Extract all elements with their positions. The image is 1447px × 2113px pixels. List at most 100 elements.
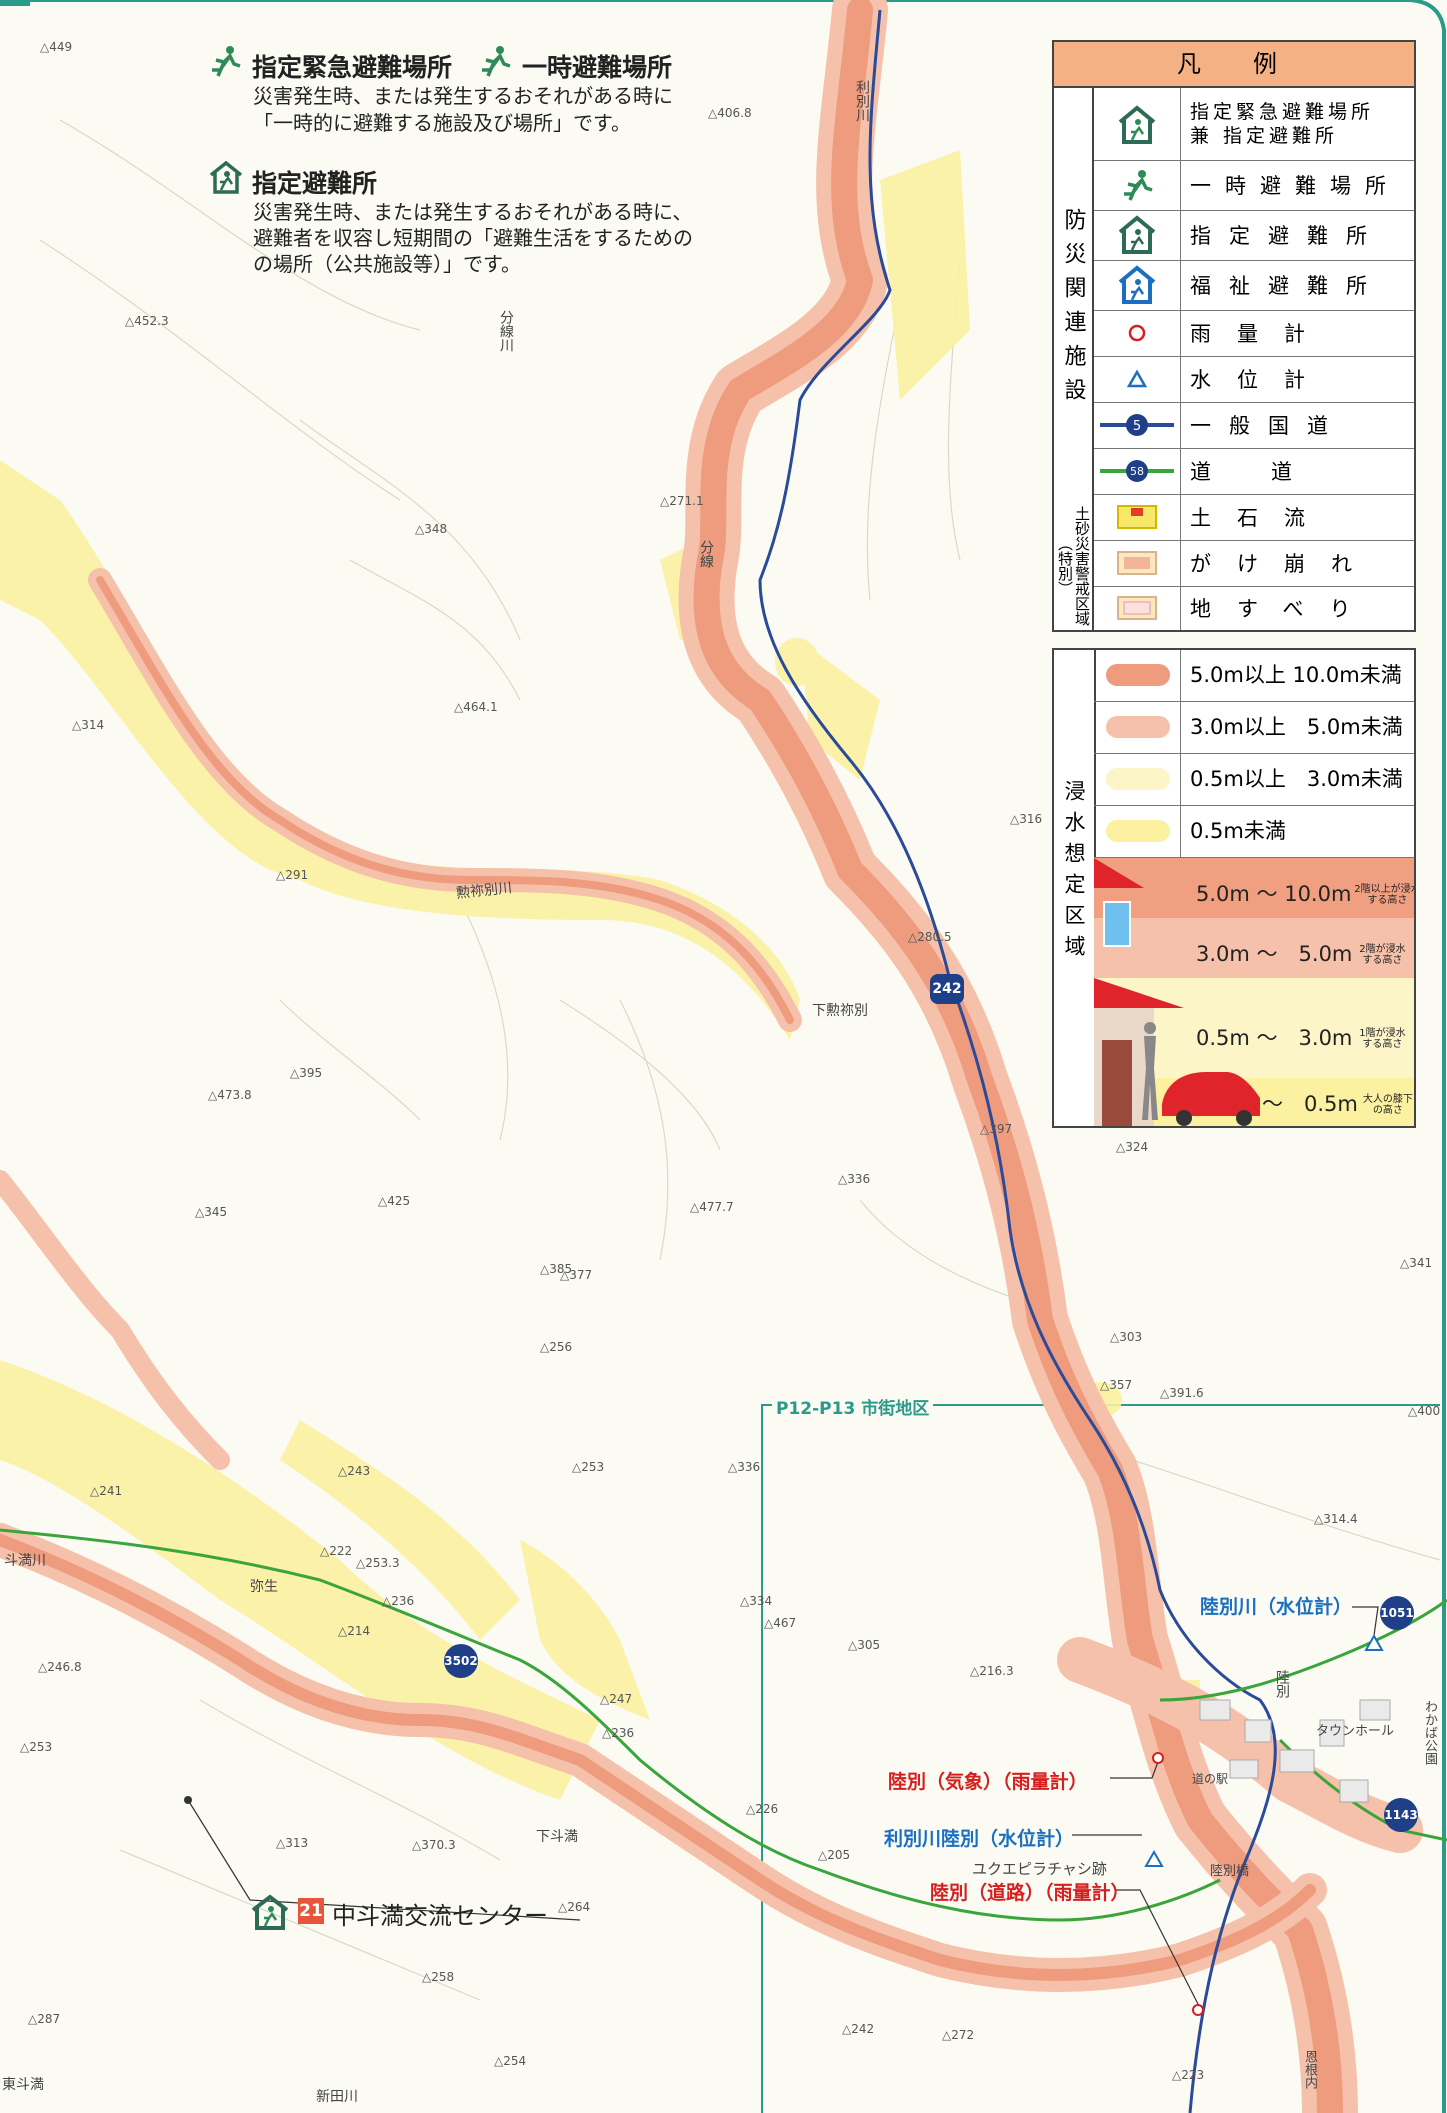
elevation-spot: △345 xyxy=(195,1205,228,1219)
flood-depth-text-3-5: 3.0m ～ 5.0m xyxy=(1196,942,1353,966)
place-higashitomu-label: 東斗満 xyxy=(2,2077,44,2093)
elevation-spot: △313 xyxy=(276,1836,309,1850)
elevation-spot: △397 xyxy=(980,1122,1013,1136)
elevation-spot: △216.3 xyxy=(970,1664,1014,1678)
shelter-desc-line-1: 災害発生時、または発生するおそれがある時に、 xyxy=(253,200,693,224)
legend-symbol xyxy=(1094,210,1181,260)
elevation-spot: △357 xyxy=(1100,1378,1133,1392)
emergency-shelter-icon xyxy=(1118,105,1156,144)
place-yayoi-label: 弥生 xyxy=(250,1579,278,1595)
flood-swatch-lt05 xyxy=(1106,820,1170,842)
legend-row-welfare: 福祉避難所 xyxy=(1094,260,1414,311)
flood-depth-note-3-5: 2階が浸水する高さ xyxy=(1359,944,1406,966)
station-rikubetsu-weather-label: 陸別（気象）（雨量計） xyxy=(888,1771,1088,1793)
landslide-icon xyxy=(1117,596,1157,620)
river-toshibetsu-label: 利別川 xyxy=(854,80,870,122)
route-3502-shield: 3502 xyxy=(444,1644,478,1678)
flood-range-row-05-3: 0.5m以上 3.0m未満 xyxy=(1094,754,1414,806)
svg-text:58: 58 xyxy=(1130,465,1144,478)
elevation-spot: △241 xyxy=(90,1484,123,1498)
temporary-refuge-icon xyxy=(212,46,241,77)
elevation-spot: △253 xyxy=(20,1740,53,1754)
flood-depth-note-5-10: 2階以上が浸水する高さ xyxy=(1354,884,1416,906)
legend-category-facilities: 防災関連施設 xyxy=(1054,88,1094,542)
river-to-label: 斗満川 xyxy=(4,1553,46,1569)
temporary-refuge-icon-2 xyxy=(482,46,511,77)
flood-range-row-3-5: 3.0m以上 5.0m未満 xyxy=(1094,702,1414,754)
legend-row-slide: 地すべり xyxy=(1094,586,1414,630)
legend-label-debris-flow: 土石流 xyxy=(1190,506,1331,530)
elevation-spot: △334 xyxy=(740,1594,773,1608)
legend-symbol xyxy=(1094,356,1181,402)
elevation-spot: △473.8 xyxy=(208,1088,252,1102)
legend-label-landslide: 地すべり xyxy=(1190,597,1377,621)
elevation-spot: △222 xyxy=(320,1544,353,1558)
town-rikubetsu-label: 陸別 xyxy=(1274,1670,1290,1698)
elevation-spot: △305 xyxy=(848,1638,881,1652)
elevation-spot: △291 xyxy=(276,868,309,882)
elevation-spot: △253 xyxy=(572,1460,605,1474)
elevation-spot: △467 xyxy=(764,1616,797,1630)
elevation-spot: △223 xyxy=(1172,2068,1205,2082)
legend-row-pref-road: 58 道道 xyxy=(1094,448,1414,495)
station-road-label: 陸別（道路）（雨量計） xyxy=(930,1882,1130,1904)
route-1051-shield: 1051 xyxy=(1380,1596,1414,1630)
pref-road-icon: 58 xyxy=(1100,460,1174,482)
legend-row-debris-flow: 土石流 xyxy=(1094,494,1414,541)
elevation-spot: △449 xyxy=(40,40,73,54)
elevation-spot: △236 xyxy=(602,1726,635,1740)
elevation-spot: △256 xyxy=(540,1340,573,1354)
elevation-spot: △246.8 xyxy=(38,1660,82,1674)
legend-label-cliff-collapse: がけ崩れ xyxy=(1190,552,1378,576)
flood-depth-note-lt05: 大人の膝下の高さ xyxy=(1362,1094,1413,1116)
place-onnenai-label: 恩根内 xyxy=(1302,2050,1317,2089)
elevation-spot: △303 xyxy=(1110,1330,1143,1344)
elevation-spot: △324 xyxy=(1116,1140,1149,1154)
shelter-desc-line-2: 避難者を収容し短期間の「避難生活をするための xyxy=(253,226,693,250)
legend-symbol xyxy=(1094,494,1181,540)
legend-label-emergency-shelter: 指定緊急避難場所 兼 指定避難所 xyxy=(1190,101,1375,147)
emergency-shelter-icon xyxy=(251,1894,289,1930)
legend-row-emergency-shelter: 指定緊急避難場所 兼 指定避難所 xyxy=(1094,88,1414,161)
flood-swatch-3-5 xyxy=(1106,716,1170,738)
elevation-spot: △280.5 xyxy=(908,930,952,944)
flood-depth-illustration xyxy=(1094,858,1414,1126)
shelter-desc-line-3: の場所（公共施設等）」です。 xyxy=(253,252,521,276)
legend-label-pref-road: 道道 xyxy=(1190,460,1352,484)
legend-label-water-level: 水位計 xyxy=(1190,368,1331,392)
elevation-spot: △370.3 xyxy=(412,1838,456,1852)
flood-range-row-5-10: 5.0m以上 10.0m未満 xyxy=(1094,650,1414,702)
legend-row-shelter: 指定避難所 xyxy=(1094,210,1414,261)
elevation-spot: △214 xyxy=(338,1624,371,1638)
elevation-spot: △272 xyxy=(942,2028,975,2042)
flood-depth-text-lt05: ～ 0.5m xyxy=(1262,1092,1358,1116)
shelter-icon xyxy=(1118,215,1156,254)
svg-text:5: 5 xyxy=(1133,419,1141,434)
elevation-spot: △314.4 xyxy=(1314,1512,1358,1526)
river-shinden-label: 新田川 xyxy=(316,2089,358,2105)
elevation-spot: △314 xyxy=(72,718,105,732)
place-shimotomu-label: 下斗満 xyxy=(536,1829,578,1845)
rain-gauge-icon xyxy=(1128,324,1146,342)
elevation-spot: △348 xyxy=(415,522,448,536)
shelter-name-label: 中斗満交流センター xyxy=(332,1902,548,1930)
legend-symbol: 58 xyxy=(1094,448,1181,494)
elevation-spot: △205 xyxy=(818,1848,851,1862)
elevation-spot: △264 xyxy=(558,1900,591,1914)
elevation-spot: △236 xyxy=(382,1594,415,1608)
flood-legend-panel: 浸水想定区域 5.0m以上 10.0m未満 3.0m以上 5.0m未満 0.5m… xyxy=(1052,648,1416,1128)
flood-depth-note-05-3: 1階が浸水する高さ xyxy=(1359,1028,1406,1050)
place-wakaba-label: わかば公園 xyxy=(1422,1700,1437,1765)
elevation-spot: △341 xyxy=(1400,1256,1433,1270)
elevation-spot: △253.3 xyxy=(356,1556,400,1570)
place-bunsen-label: 分線 xyxy=(698,540,714,568)
cliff-collapse-icon xyxy=(1117,551,1157,575)
elevation-spot: △377 xyxy=(560,1268,593,1282)
welfare-shelter-icon xyxy=(1118,265,1156,304)
legend-row-water-level: 水位計 xyxy=(1094,356,1414,403)
flood-depth-label-3-5: 3.0m ～ 5.0m 2階が浸水する高さ xyxy=(1196,938,1410,968)
flood-depth-text-05-3: 0.5m ～ 3.0m xyxy=(1196,1026,1353,1050)
